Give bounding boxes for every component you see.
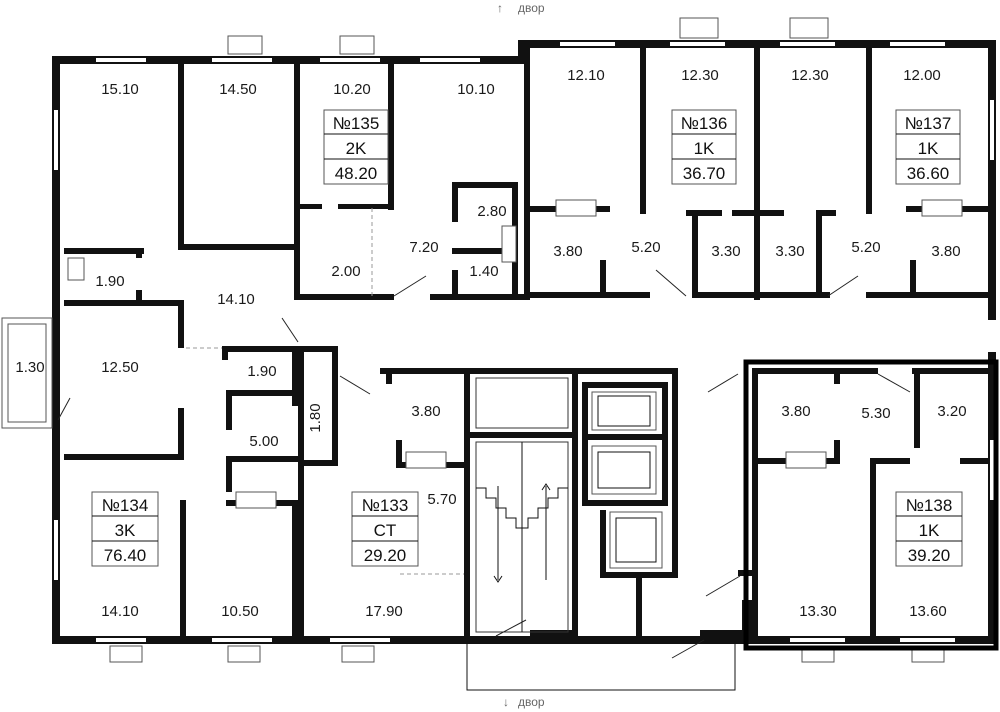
apartment-number: №133 xyxy=(362,496,409,515)
apartment-type: CT xyxy=(374,521,397,540)
room-area: 1.90 xyxy=(247,363,276,380)
room-area: 1.80 xyxy=(307,403,324,432)
apartment-area: 48.20 xyxy=(335,164,378,183)
zone-dashes xyxy=(186,208,464,575)
doors xyxy=(57,269,911,659)
room-area: 3.80 xyxy=(553,243,582,260)
room-area: 14.10 xyxy=(101,603,139,620)
apartment-label-135[interactable]: №135 2K 48.20 xyxy=(323,109,389,185)
apartment-label-138[interactable]: №138 1K 39.20 xyxy=(895,491,963,567)
apartment-label-133[interactable]: №133 CT 29.20 xyxy=(351,491,419,567)
yard-label-bottom: двор xyxy=(518,695,545,709)
bathtubs xyxy=(67,199,963,509)
apartment-label-134[interactable]: №134 3K 76.40 xyxy=(91,491,159,567)
room-area: 17.90 xyxy=(365,603,403,620)
room-area: 7.20 xyxy=(409,239,438,256)
balcony xyxy=(1,317,53,429)
room-area: 1.40 xyxy=(469,263,498,280)
room-area: 3.30 xyxy=(711,243,740,260)
room-area: 2.80 xyxy=(477,203,506,220)
room-area: 5.20 xyxy=(851,239,880,256)
apartment-type: 2K xyxy=(346,139,367,158)
apartment-number: №138 xyxy=(906,496,953,515)
room-area: 2.00 xyxy=(331,263,360,280)
apartment-number: №134 xyxy=(102,496,149,515)
room-area: 3.80 xyxy=(781,403,810,420)
apartment-area: 36.60 xyxy=(907,164,950,183)
room-area: 3.30 xyxy=(775,243,804,260)
apartment-number: №137 xyxy=(905,114,952,133)
room-area: 14.50 xyxy=(219,81,257,98)
elevator-cabins xyxy=(591,391,663,569)
apartment-label-137[interactable]: №137 1K 36.60 xyxy=(895,109,961,185)
room-area: 1.90 xyxy=(95,273,124,290)
room-area: 5.70 xyxy=(427,491,456,508)
room-area: 3.80 xyxy=(411,403,440,420)
room-area: 5.20 xyxy=(631,239,660,256)
yard-arrow-bottom: ↓ xyxy=(503,695,509,709)
room-area: 10.20 xyxy=(333,81,371,98)
room-area: 5.30 xyxy=(861,405,890,422)
highlight-frame-apartment-138[interactable] xyxy=(743,359,999,651)
interior-walls xyxy=(64,44,988,640)
room-area: 12.30 xyxy=(791,67,829,84)
room-area: 3.80 xyxy=(931,243,960,260)
room-area: 12.30 xyxy=(681,67,719,84)
room-area: 14.10 xyxy=(217,291,255,308)
room-area: 5.00 xyxy=(249,433,278,450)
apartment-type: 1K xyxy=(918,139,939,158)
yard-label-top: двор xyxy=(518,1,545,15)
apartment-type: 3K xyxy=(115,521,136,540)
room-areas: 15.10 14.50 10.20 10.10 12.10 12.30 12.3… xyxy=(15,67,966,620)
apartment-area: 39.20 xyxy=(908,546,951,565)
room-area: 13.60 xyxy=(909,603,947,620)
room-area: 3.20 xyxy=(937,403,966,420)
room-area: 10.50 xyxy=(221,603,259,620)
room-area: 13.30 xyxy=(799,603,837,620)
yard-arrow-top: ↑ xyxy=(497,1,503,15)
apartment-type: 1K xyxy=(694,139,715,158)
apartment-label-136[interactable]: №136 1K 36.70 xyxy=(671,109,737,185)
room-area: 10.10 xyxy=(457,81,495,98)
room-area: 12.50 xyxy=(101,359,139,376)
room-area: 15.10 xyxy=(101,81,139,98)
apartment-number: №136 xyxy=(681,114,728,133)
apartment-number: №135 xyxy=(333,114,380,133)
apartment-area: 76.40 xyxy=(104,546,147,565)
apartment-area: 36.70 xyxy=(683,164,726,183)
room-area: 12.00 xyxy=(903,67,941,84)
staircase xyxy=(475,377,569,633)
apartment-area: 29.20 xyxy=(364,546,407,565)
apartment-type: 1K xyxy=(919,521,940,540)
room-area: 12.10 xyxy=(567,67,605,84)
room-area: 1.30 xyxy=(15,359,44,376)
